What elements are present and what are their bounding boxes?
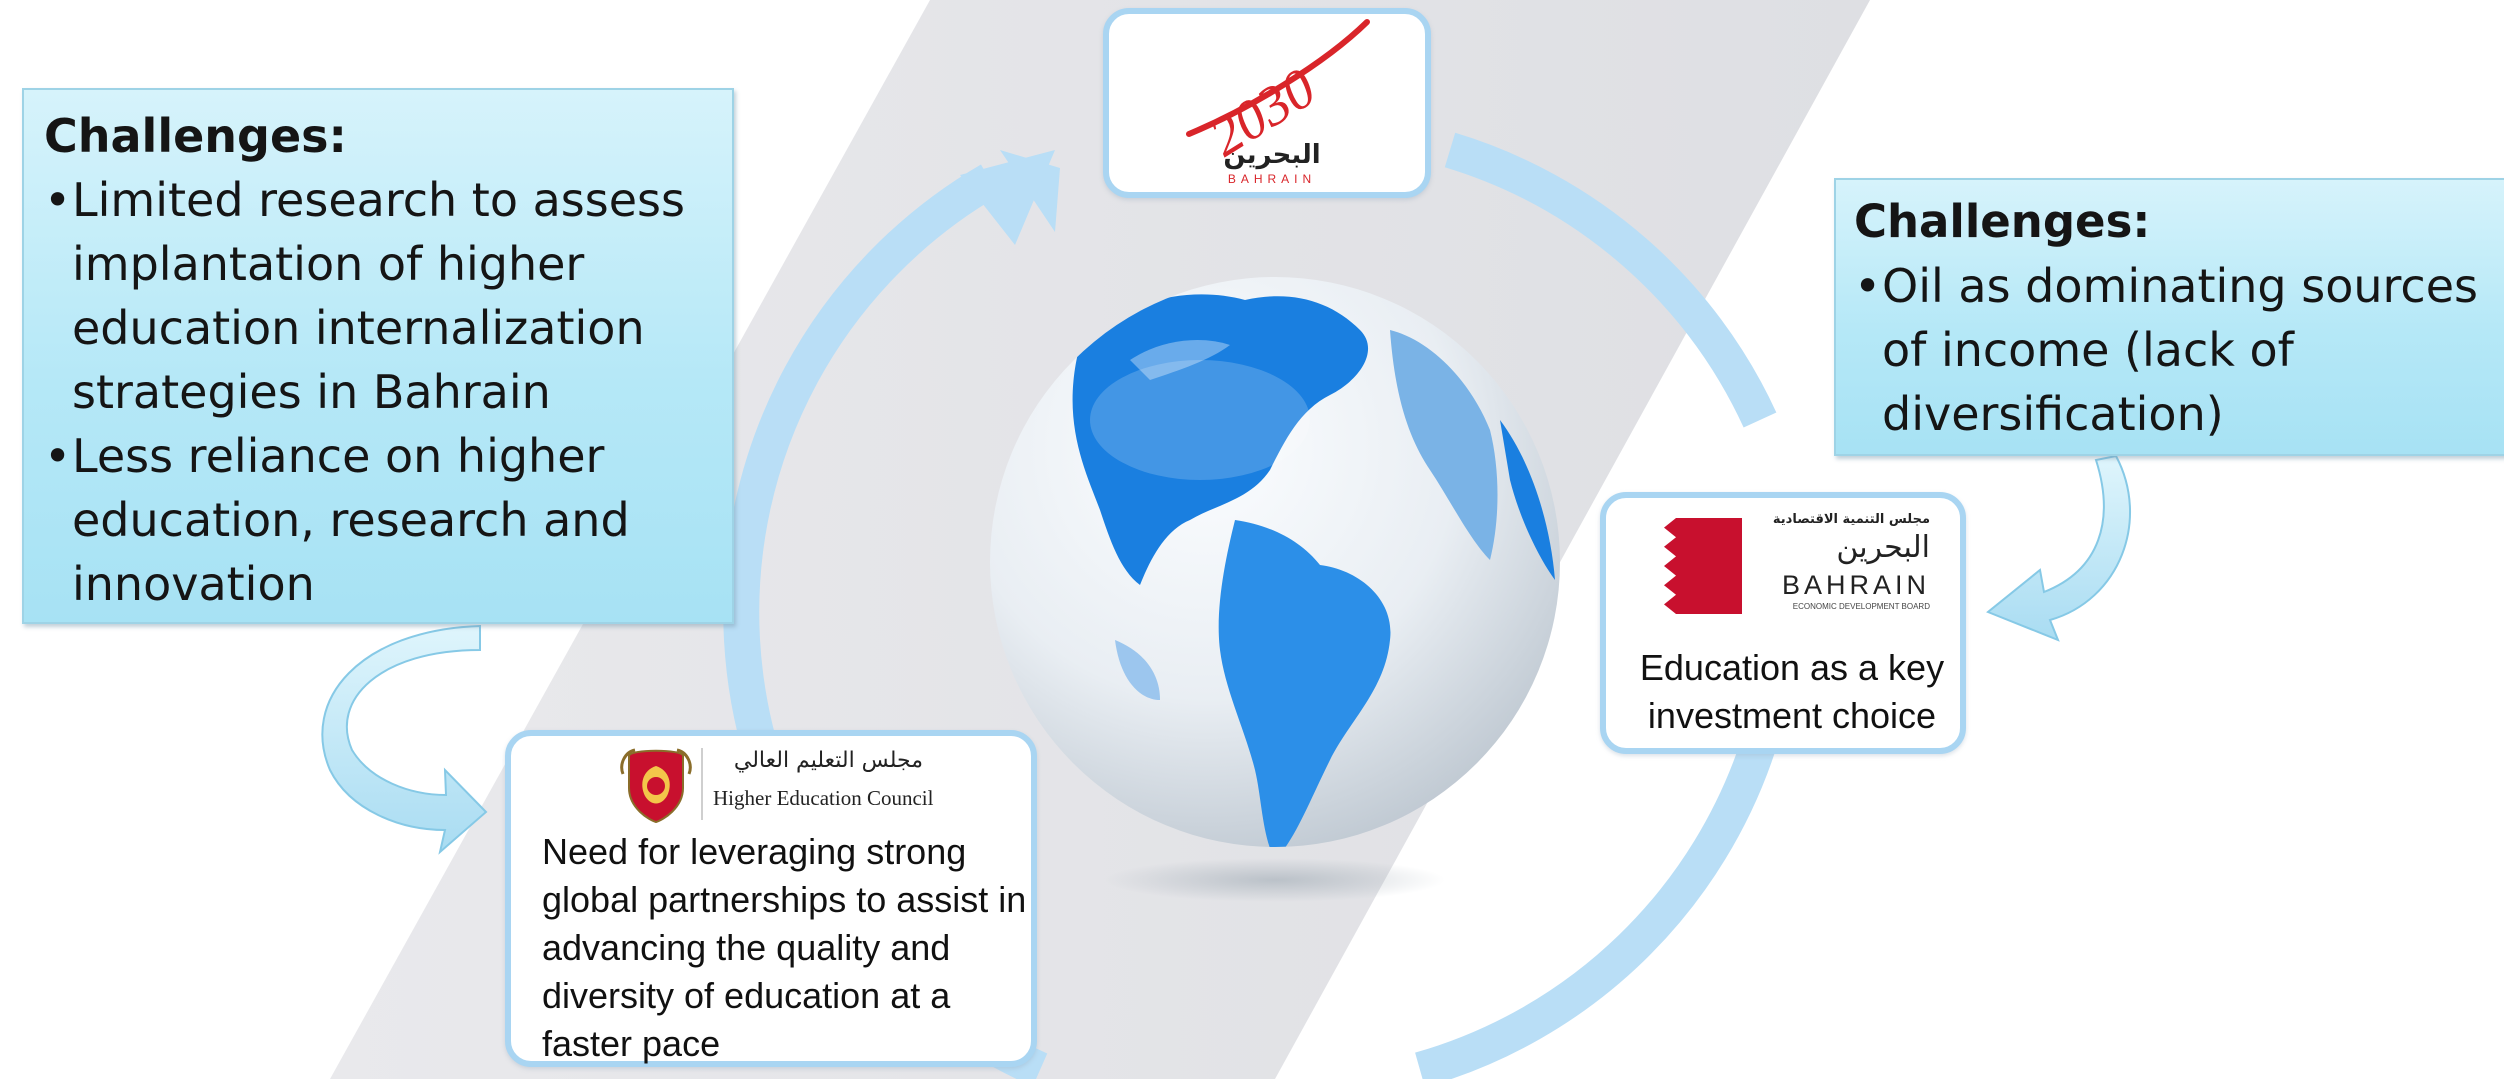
globe-highlight [1090,360,1310,480]
challenges-box-left: Challenges: Limited research to assess i… [22,88,734,624]
globe-shadow [1105,858,1445,902]
challenge-item: Less reliance on higher education, resea… [44,424,712,616]
vision-2030-card: 2030 البحرين BAHRAIN [1103,8,1431,198]
hec-card: مجلس التعليم العالي Higher Education Cou… [505,730,1037,1067]
challenges-box-right: Challenges: Oil as dominating sources of… [1834,178,2504,456]
challenges-list: Limited research to assess implantation … [44,168,712,616]
hec-logo-divider [701,748,703,820]
challenge-item: Limited research to assess implantation … [44,168,712,424]
hec-english-name: Higher Education Council [713,786,934,810]
ring-arrowhead [960,150,1055,245]
vision-arabic-text: البحرين [1223,140,1321,170]
bahrain-flag-icon [1642,518,1742,614]
connector-arrow-right [1986,454,2131,642]
vision-2030-logo: 2030 [1186,19,1370,169]
challenges-title: Challenges: [44,109,347,163]
edb-subtitle: ECONOMIC DEVELOPMENT BOARD [1792,602,1930,611]
hec-emblem-icon [620,748,692,824]
challenges-title: Challenges: [1854,195,2151,248]
edb-description: Education as a key investment choice [1639,647,1945,736]
hec-description: Need for leveraging strong global partne… [542,831,1027,1064]
challenges-list: Oil as dominating sources of income (lac… [1854,254,2504,446]
connector-arrow-left [321,624,488,855]
edb-card: مجلس التنمية الاقتصادية البحرين BAHRAIN … [1600,492,1966,754]
edb-latin-text: BAHRAIN [1781,570,1930,600]
globe-continents [1072,294,1555,847]
edb-arabic-main: البحرين [1836,530,1930,565]
challenge-item: Oil as dominating sources of income (lac… [1854,254,2504,446]
edb-arabic-top: مجلس التنمية الاقتصادية [1772,512,1930,527]
vision-latin-text: BAHRAIN [1227,172,1317,186]
hec-arabic-name: مجلس التعليم العالي [733,748,923,773]
